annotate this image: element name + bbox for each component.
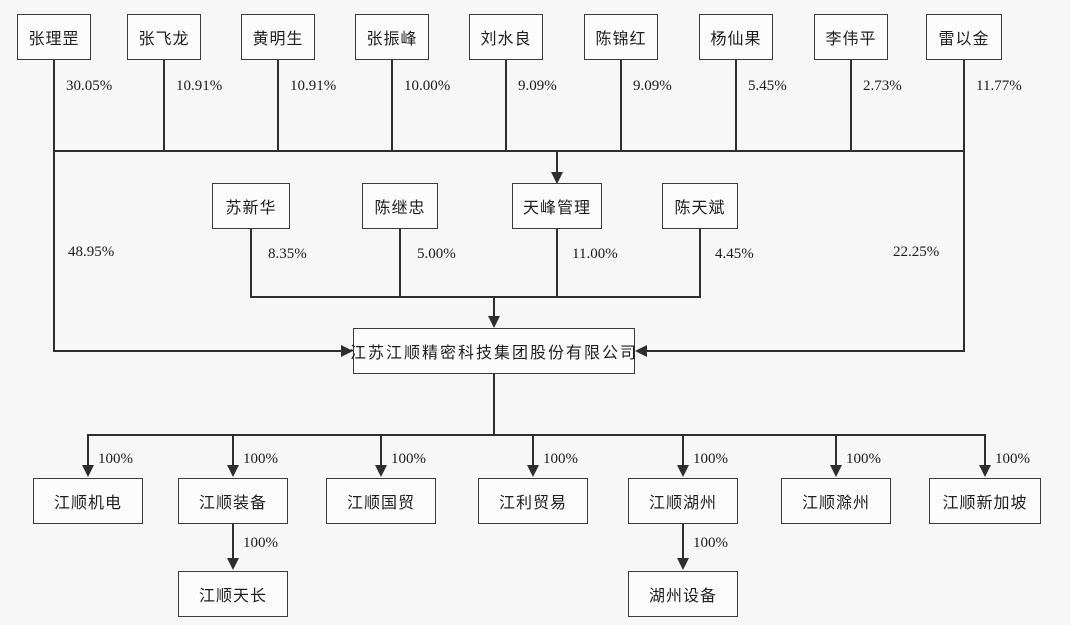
- pct-label-t1-9: 11.77%: [976, 78, 1022, 94]
- shareholder-box-suxinhua: 苏新华: [212, 183, 290, 229]
- pct-label-left-direct: 48.95%: [68, 244, 115, 260]
- connector-sub-6: [835, 434, 837, 466]
- subsidiary-box-jiangshunhuzhou: 江顺湖州: [628, 478, 738, 524]
- shareholder-box-7: 杨仙果: [699, 14, 773, 60]
- shareholder-box-9: 雷以金: [926, 14, 1002, 60]
- shareholder-box-6: 陈锦红: [584, 14, 658, 60]
- connector-t1-7: [735, 60, 737, 150]
- connector-sub-1: [87, 434, 89, 466]
- shareholder-box-chenjizhong: 陈继忠: [362, 183, 438, 229]
- bus3-line: [87, 434, 986, 436]
- arrow-down-sub-2: [227, 465, 239, 477]
- bus2-line: [250, 296, 701, 298]
- pct-label-sub-5: 100%: [693, 451, 728, 467]
- pct-label-sub-6: 100%: [846, 451, 881, 467]
- connector-t4-1: [232, 524, 234, 559]
- connector-left-direct: [53, 150, 55, 352]
- connector-right-horizontal: [647, 350, 965, 352]
- arrow-down-sub-7: [979, 465, 991, 477]
- shareholder-box-tianfeng: 天峰管理: [512, 183, 602, 229]
- pct-label-t4-2: 100%: [693, 535, 728, 551]
- connector-t1-2: [163, 60, 165, 150]
- arrow-down-sub-1: [82, 465, 94, 477]
- subsidiary-box-jiangshunzhuangbei: 江顺装备: [178, 478, 288, 524]
- pct-label-t1-6: 9.09%: [633, 78, 672, 94]
- connector-left-horizontal: [53, 350, 341, 352]
- pct-label-t1-3: 10.91%: [290, 78, 337, 94]
- pct-label-sub-3: 100%: [391, 451, 426, 467]
- arrow-right-company: [341, 345, 353, 357]
- connector-bus1-tianfeng: [556, 150, 558, 174]
- arrow-down-tianfeng: [551, 172, 563, 184]
- pct-label-sub-1: 100%: [98, 451, 133, 467]
- subsubsidiary-box-jiangshuntianchang: 江顺天长: [178, 571, 288, 617]
- arrow-left-company: [635, 345, 647, 357]
- pct-label-t1-1: 30.05%: [66, 78, 113, 94]
- connector-t1-9: [963, 60, 965, 150]
- pct-label-t4-1: 100%: [243, 535, 278, 551]
- pct-label-t2-4: 4.45%: [715, 246, 754, 262]
- pct-label-t1-4: 10.00%: [404, 78, 451, 94]
- pct-label-t2-2: 5.00%: [417, 246, 456, 262]
- shareholder-box-2: 张飞龙: [127, 14, 201, 60]
- subsidiary-box-jiangshunjidian: 江顺机电: [33, 478, 143, 524]
- arrow-down-t4-1: [227, 558, 239, 570]
- connector-t1-8: [850, 60, 852, 150]
- pct-label-t2-1: 8.35%: [268, 246, 307, 262]
- subsidiary-box-jiangshunchuzhou: 江顺滁州: [781, 478, 891, 524]
- subsidiary-box-jiangshunxinjiapo: 江顺新加坡: [929, 478, 1041, 524]
- arrow-down-sub-5: [677, 465, 689, 477]
- pct-label-t1-5: 9.09%: [518, 78, 557, 94]
- shareholder-box-8: 李伟平: [814, 14, 888, 60]
- connector-bus2-company: [493, 296, 495, 318]
- shareholder-box-5: 刘水良: [469, 14, 543, 60]
- pct-label-t1-8: 2.73%: [863, 78, 902, 94]
- arrow-down-company: [488, 316, 500, 328]
- connector-sub-2: [232, 434, 234, 466]
- arrow-down-sub-4: [527, 465, 539, 477]
- connector-company-bus3: [493, 374, 495, 436]
- pct-label-t2-3: 11.00%: [572, 246, 618, 262]
- subsubsidiary-box-huzhoushebei: 湖州设备: [628, 571, 738, 617]
- connector-sub-7: [984, 434, 986, 466]
- pct-label-right-direct: 22.25%: [893, 244, 940, 260]
- pct-label-sub-4: 100%: [543, 451, 578, 467]
- connector-t2-3: [556, 229, 558, 298]
- connector-t4-2: [682, 524, 684, 559]
- bus1-line: [53, 150, 965, 152]
- arrow-down-sub-3: [375, 465, 387, 477]
- connector-t1-6: [620, 60, 622, 150]
- connector-t2-2: [399, 229, 401, 298]
- connector-t2-1: [250, 229, 252, 298]
- shareholder-box-chentianbin: 陈天斌: [662, 183, 738, 229]
- shareholder-box-3: 黄明生: [241, 14, 315, 60]
- connector-sub-3: [380, 434, 382, 466]
- connector-sub-5: [682, 434, 684, 466]
- connector-right-direct: [963, 150, 965, 352]
- connector-t1-5: [505, 60, 507, 150]
- connector-sub-4: [532, 434, 534, 466]
- shareholder-box-4: 张振峰: [355, 14, 429, 60]
- arrow-down-sub-6: [830, 465, 842, 477]
- pct-label-t1-2: 10.91%: [176, 78, 223, 94]
- shareholder-box-1: 张理罡: [17, 14, 91, 60]
- pct-label-t1-7: 5.45%: [748, 78, 787, 94]
- subsidiary-box-jiangshunguomao: 江顺国贸: [326, 478, 436, 524]
- connector-t1-4: [391, 60, 393, 150]
- pct-label-sub-2: 100%: [243, 451, 278, 467]
- connector-t2-4: [699, 229, 701, 298]
- company-box: 江苏江顺精密科技集团股份有限公司: [350, 328, 636, 374]
- subsidiary-box-jianglimaoyi: 江利贸易: [478, 478, 588, 524]
- connector-t1-1: [53, 60, 55, 150]
- arrow-down-t4-2: [677, 558, 689, 570]
- pct-label-sub-7: 100%: [995, 451, 1030, 467]
- connector-t1-3: [277, 60, 279, 150]
